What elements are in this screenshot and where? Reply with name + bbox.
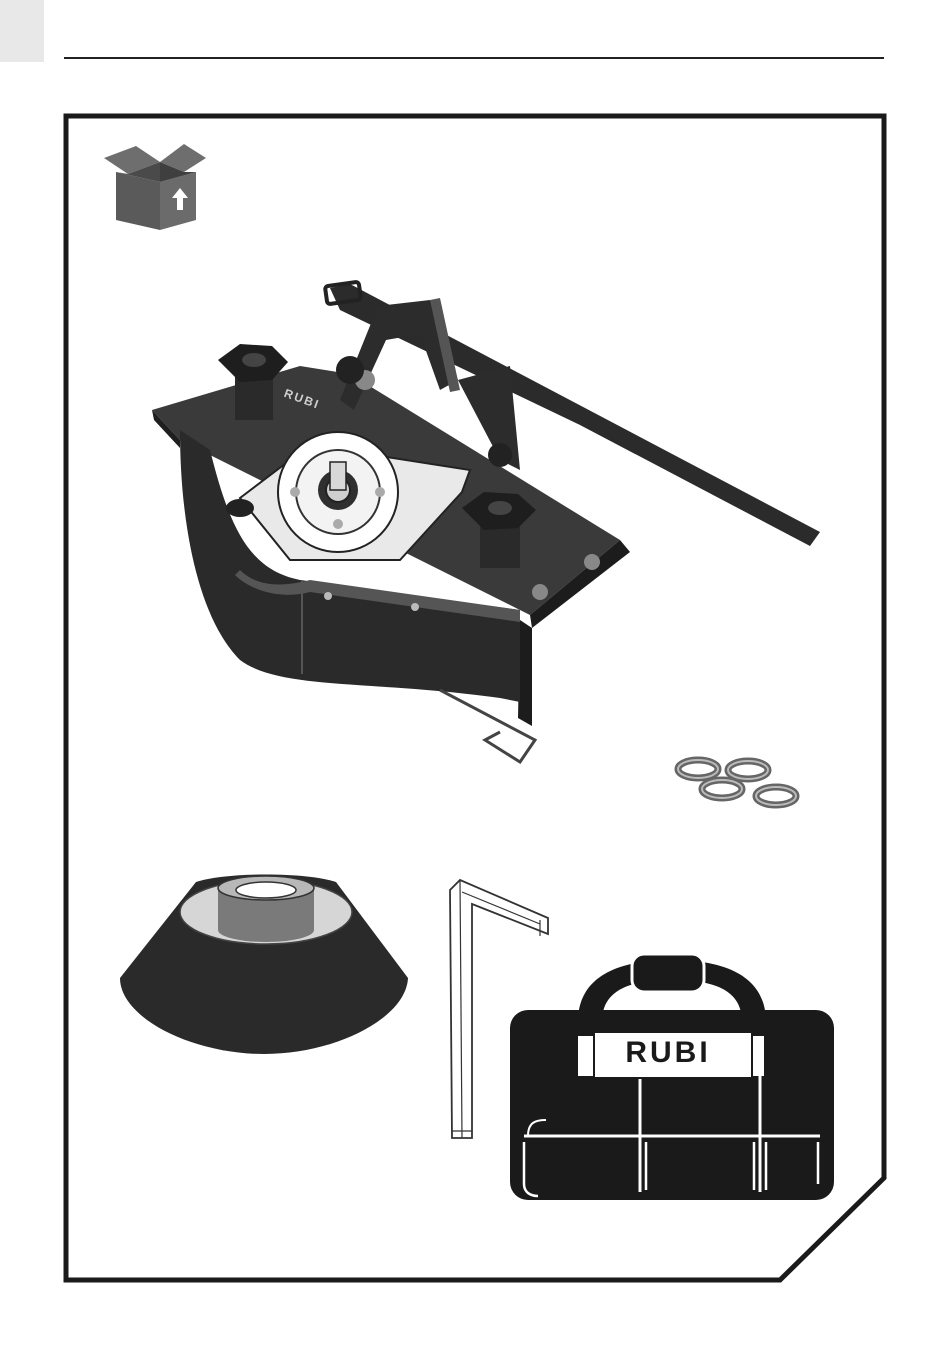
tool-bag-illustration xyxy=(506,952,838,1204)
open-box-with-up-arrow-icon xyxy=(100,140,210,232)
bevelling-machine-illustration xyxy=(140,270,830,770)
grinding-wheel-illustration xyxy=(116,868,412,1058)
washers-illustration xyxy=(672,755,807,815)
tool-bag-brand-label: RUBI xyxy=(596,1033,740,1073)
